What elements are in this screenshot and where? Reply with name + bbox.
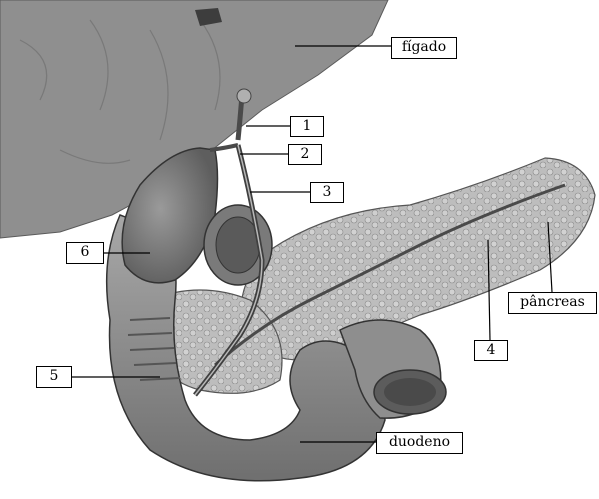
label-5: 5 bbox=[36, 366, 72, 388]
label-3: 3 bbox=[310, 182, 344, 203]
label-4: 4 bbox=[474, 340, 508, 361]
label-duodeno: duodeno bbox=[376, 432, 463, 454]
label-pancreas: pâncreas bbox=[508, 292, 597, 314]
label-6: 6 bbox=[66, 242, 104, 264]
label-2: 2 bbox=[288, 144, 322, 165]
label-1: 1 bbox=[290, 116, 324, 137]
label-figado: fígado bbox=[391, 37, 457, 59]
